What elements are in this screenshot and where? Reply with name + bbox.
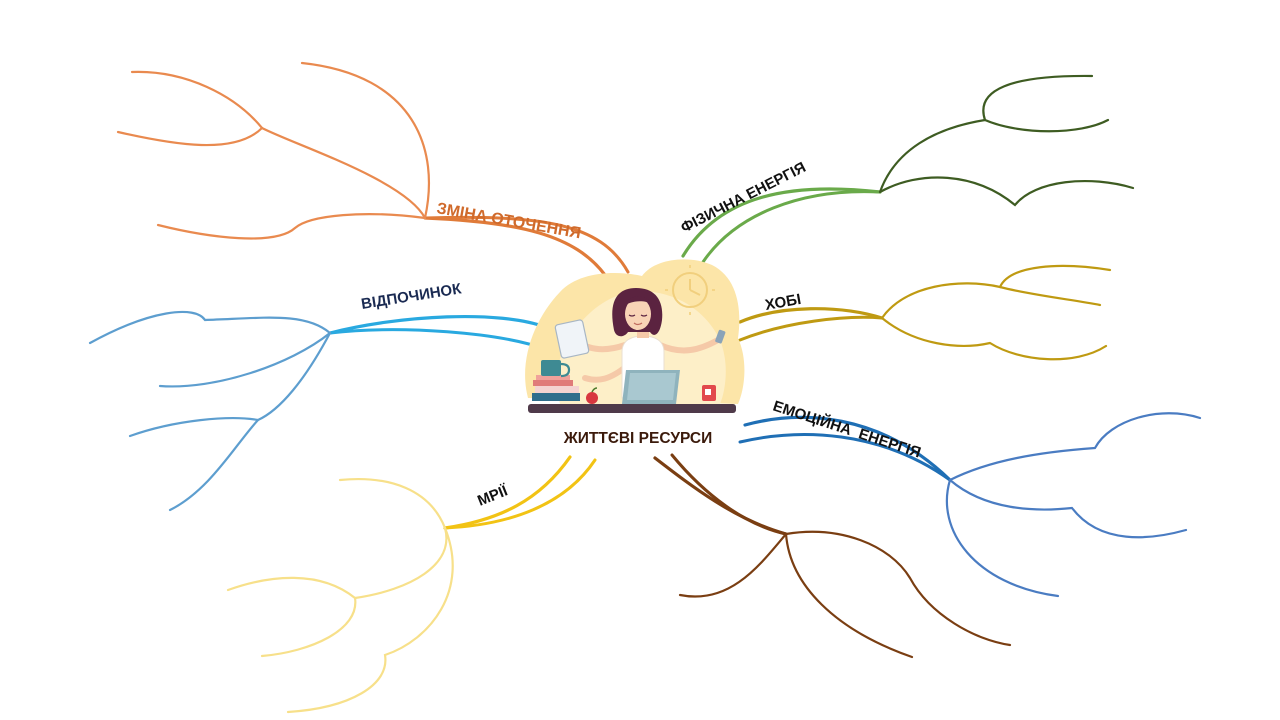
branch-environment-sub-1 [260, 126, 427, 220]
branch-environment-trunk [423, 216, 607, 277]
branch-dreams-sub-2 [226, 526, 448, 600]
branch-rest-sub-4 [168, 418, 260, 512]
illustration-face [625, 298, 651, 330]
branch-environment-sub-4 [300, 61, 431, 220]
branch-environment [116, 61, 630, 277]
branch-environment-sub-5 [156, 213, 427, 240]
branch-physical-sub-3 [983, 118, 1110, 133]
branch-unnamed-trunk-2 [670, 453, 788, 536]
branch-physical-sub-1 [878, 118, 987, 194]
illustration-eye-left [628, 314, 636, 317]
branch-unnamed-sub-2 [784, 530, 1012, 647]
coffee-mug-icon [541, 360, 571, 378]
branch-dreams-sub-3 [260, 596, 357, 658]
center-title: ЖИТТЄВІ РЕСУРСИ [563, 430, 713, 447]
branch-unnamed-trunk [653, 456, 788, 536]
branch-physical-sub-2 [982, 74, 1094, 122]
clock-icon [665, 265, 715, 315]
tablet-icon [554, 319, 590, 359]
illustration-fringe [624, 296, 652, 306]
book-top-2 [536, 375, 570, 380]
illustration-eye-right [640, 314, 648, 317]
branch-rest-sub-2 [158, 331, 332, 388]
branch-hobby-sub-3 [880, 316, 1108, 361]
branch-label-rest: ВІДПОЧИНОК [360, 280, 463, 313]
branch-physical-trunk [681, 187, 882, 258]
laptop-icon [622, 370, 680, 404]
branch-rest-sub-3 [128, 331, 332, 438]
branch-physical-trunk-2 [701, 190, 882, 264]
branch-emotional-sub-1 [948, 412, 1202, 482]
book-bottom [532, 393, 580, 401]
branch-dreams [226, 455, 597, 714]
branch-environment-trunk-2 [423, 215, 630, 274]
illustration-arm-right [657, 337, 721, 354]
book-top [533, 380, 573, 386]
branch-label-dreams: МРІЇ [475, 482, 511, 510]
branch-hobby-sub-2 [998, 285, 1102, 307]
branch-emotional-sub-3 [945, 478, 1060, 598]
desk [528, 404, 736, 413]
branch-emotional-sub-2 [948, 478, 1188, 539]
branch-rest-trunk [328, 314, 547, 335]
branch-hobby [738, 264, 1112, 361]
branch-unnamed-sub-3 [784, 532, 914, 659]
branch-emotional [738, 412, 1202, 598]
branch-environment-sub-2 [130, 70, 264, 130]
branch-hobby-sub-1 [880, 264, 1112, 320]
branch-label-hobby: ХОБІ [764, 291, 803, 314]
branch-rest-trunk-2 [328, 328, 550, 352]
apple-icon [586, 387, 598, 404]
branch-hobby-trunk-2 [738, 315, 884, 342]
phone-icon [715, 329, 726, 344]
branch-dreams-trunk-2 [443, 458, 597, 530]
cup-icon [702, 385, 716, 401]
branch-environment-sub-3 [116, 126, 264, 147]
woman-multitasking-at-desk-illustration [525, 259, 745, 413]
branch-physical-sub-4 [878, 176, 1135, 207]
illustration-mouth [633, 322, 643, 326]
branch-hobby-trunk [738, 307, 884, 324]
branch-emotional-trunk [743, 415, 952, 482]
branch-dreams-sub-1 [338, 478, 447, 530]
branch-rest [88, 310, 550, 512]
branch-dreams-trunk [443, 455, 572, 530]
branch-unnamed [653, 453, 1012, 659]
branch-rest-sub-1 [88, 310, 332, 345]
branch-unnamed-sub-1 [678, 532, 788, 598]
branch-emotional-trunk-2 [738, 433, 952, 482]
branch-label-emotional: ЕМОЦІЙНА ЕНЕРГІЯ [771, 397, 923, 462]
branch-dreams-sub-4 [286, 526, 454, 714]
book-middle [535, 386, 579, 393]
branch-physical [681, 74, 1135, 264]
